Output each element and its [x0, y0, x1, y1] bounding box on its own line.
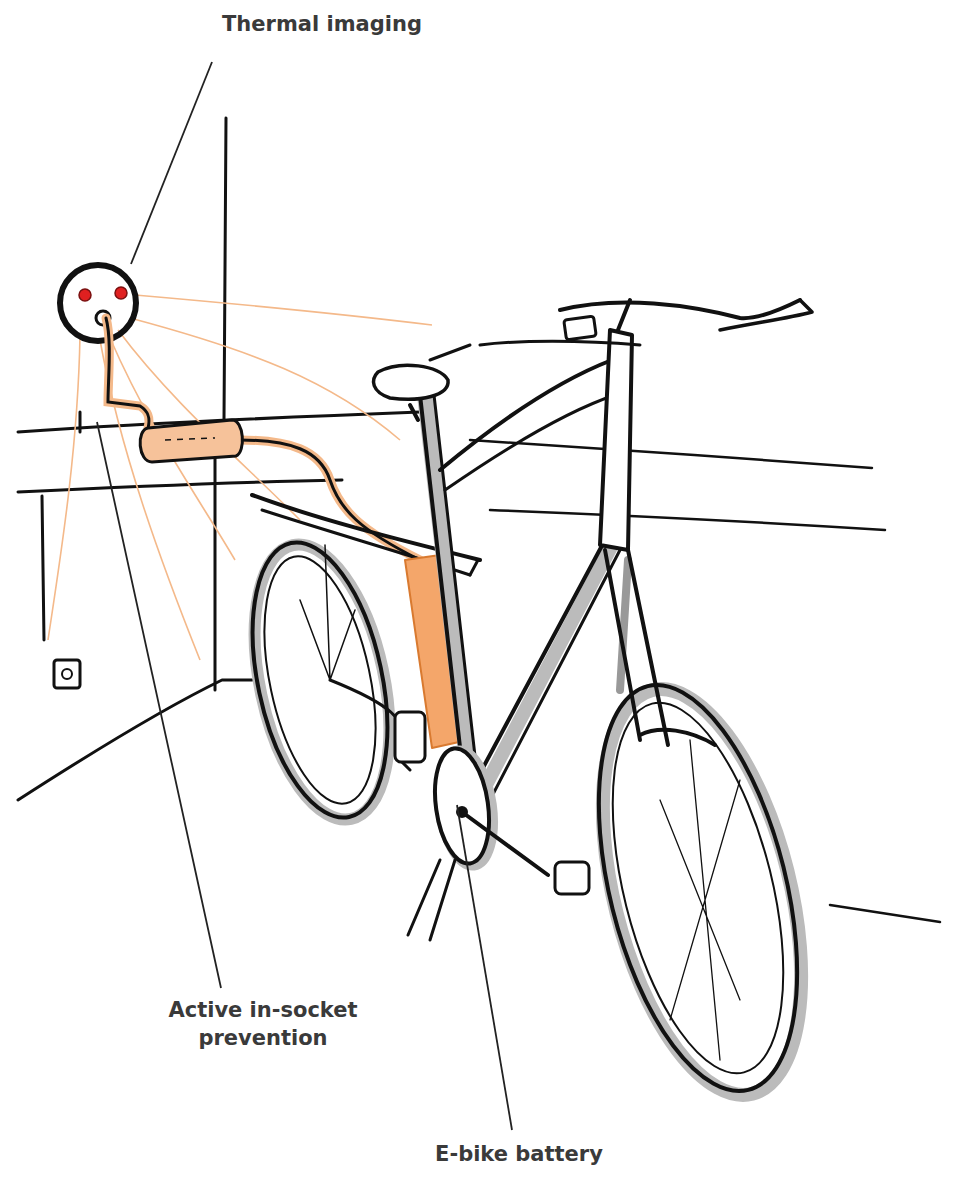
part-label: Active in-socket prevention [103, 996, 423, 1052]
part-label: Thermal imaging [162, 10, 482, 38]
part-label: E-bike battery [359, 1140, 679, 1168]
